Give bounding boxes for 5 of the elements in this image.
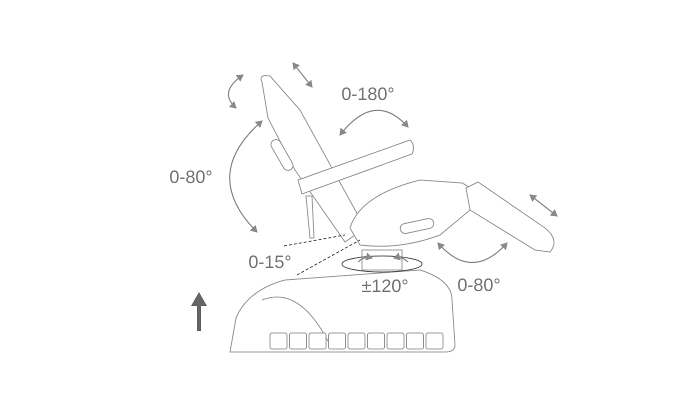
angle-label: 0-80° [457, 276, 501, 294]
angle-label: 0-80° [169, 168, 213, 186]
angle-label: 0-15° [248, 253, 292, 271]
angle-label: ±120° [361, 277, 409, 295]
angle-label: 0-180° [341, 85, 395, 103]
